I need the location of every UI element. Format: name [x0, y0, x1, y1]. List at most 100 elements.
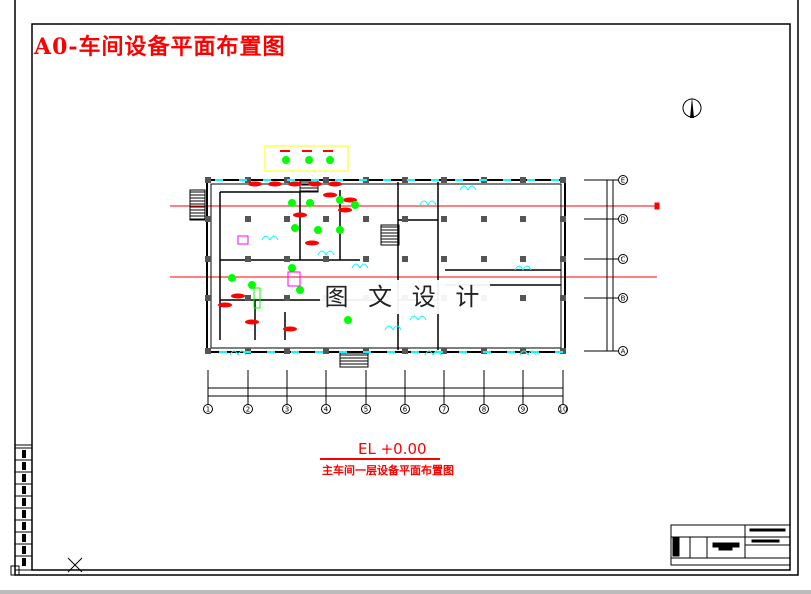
column [284, 216, 290, 222]
axis-label-4: 4 [324, 406, 329, 414]
column [245, 256, 251, 262]
column [402, 216, 408, 222]
axis-bubble [361, 404, 371, 414]
column [284, 295, 290, 301]
equipment-red [231, 293, 245, 299]
axis-label-7: 7 [442, 406, 446, 414]
plan-subtitle: 主车间一层设备平面布置图 [322, 464, 454, 477]
drawing-title: A0-车间设备平面布置图 [34, 34, 286, 60]
axis-label-E: E [621, 177, 625, 185]
axis-bubble [479, 404, 489, 414]
north-arrow-icon [682, 97, 702, 118]
column [520, 256, 526, 262]
column [481, 216, 487, 222]
column [245, 216, 251, 222]
column [205, 216, 211, 222]
column [481, 256, 487, 262]
equipment-red [305, 240, 319, 246]
column [560, 216, 566, 222]
axis-bubble [618, 293, 628, 303]
equipment-red [248, 181, 262, 187]
equipment-red [323, 192, 337, 198]
equipment-red [283, 326, 297, 332]
column [245, 295, 251, 301]
door [317, 250, 335, 256]
axis-bubble [243, 404, 253, 414]
column [245, 177, 251, 183]
column [520, 177, 526, 183]
cross-mark [67, 557, 83, 573]
equipment-green [351, 201, 359, 209]
door [229, 350, 247, 356]
inner-frame [31, 23, 791, 571]
column [402, 348, 408, 354]
axis-label-3: 3 [285, 406, 289, 414]
axis-bubble [321, 404, 331, 414]
equipment-green [288, 264, 296, 272]
equipment-green [314, 226, 322, 234]
column [205, 348, 211, 354]
column [323, 256, 329, 262]
revision-strip [14, 444, 33, 571]
door [409, 315, 427, 321]
axis-label-5: 5 [364, 406, 368, 414]
axis-bubble [439, 404, 449, 414]
equipment-red [343, 197, 357, 203]
axis-label-A: A [621, 348, 626, 356]
section-lines [170, 202, 660, 278]
equipment-red [328, 181, 342, 187]
bottom-strip [0, 590, 811, 594]
axis-bubble [618, 346, 628, 356]
equipment-red [308, 181, 322, 187]
axis-bubble [518, 404, 528, 414]
equipment-red [293, 212, 307, 218]
equipment-green [305, 156, 313, 164]
column [560, 295, 566, 301]
axis-label-1: 1 [206, 406, 210, 414]
door [459, 185, 477, 191]
equipment-magenta [237, 235, 249, 245]
column [284, 256, 290, 262]
column [520, 295, 526, 301]
axis-label-9: 9 [521, 406, 525, 414]
title-block [670, 524, 791, 566]
stair [339, 352, 369, 368]
column [441, 348, 447, 354]
axis-bubble [618, 175, 628, 185]
axis-bubble [400, 404, 410, 414]
axis-label-2: 2 [246, 406, 250, 414]
column [441, 256, 447, 262]
column [205, 256, 211, 262]
door [261, 235, 279, 241]
column [363, 216, 369, 222]
axis-bubble [558, 404, 568, 414]
equipment-group [264, 145, 349, 172]
column [560, 177, 566, 183]
equipment-green [282, 156, 290, 164]
equipment-red [218, 302, 232, 308]
axis-label-C: C [621, 256, 626, 264]
axis-bubble [282, 404, 292, 414]
elevation-underline [320, 458, 440, 460]
stair [189, 189, 206, 221]
equipment-green [326, 156, 334, 164]
equipment-green [306, 199, 314, 207]
floor-plan [189, 145, 566, 368]
axis-bubble [203, 404, 213, 414]
column [205, 177, 211, 183]
equipment-green [248, 281, 256, 289]
column [284, 348, 290, 354]
column [323, 216, 329, 222]
door [514, 265, 532, 271]
door [419, 200, 437, 206]
equipment-green [344, 316, 352, 324]
elevation-label: EL +0.00 [358, 440, 427, 458]
column [402, 177, 408, 183]
axis-label-6: 6 [403, 406, 408, 414]
column [441, 177, 447, 183]
column [520, 216, 526, 222]
door [519, 350, 537, 356]
axis-bubble [618, 214, 628, 224]
